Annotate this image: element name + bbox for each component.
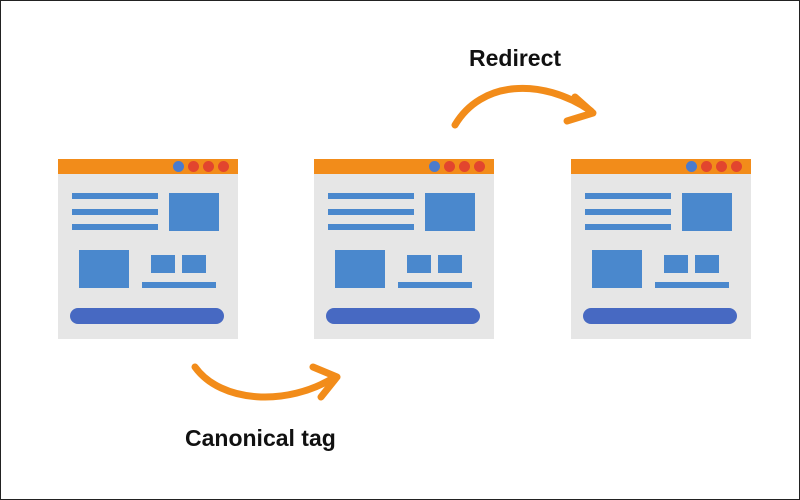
- window-dot-icon: [686, 161, 697, 172]
- text-line: [585, 209, 671, 215]
- image-block: [682, 193, 732, 231]
- window-dot-icon: [474, 161, 485, 172]
- text-line: [328, 224, 414, 230]
- small-block: [407, 255, 431, 273]
- image-block: [592, 250, 642, 288]
- small-block: [438, 255, 462, 273]
- canonical-arrow-icon: [191, 363, 341, 401]
- original-page: [58, 159, 238, 339]
- footer-bar: [583, 308, 737, 324]
- window-dot-icon: [203, 161, 214, 172]
- text-line: [72, 209, 158, 215]
- redirect-label: Redirect: [469, 45, 562, 71]
- small-block: [664, 255, 688, 273]
- redirect-arrow-icon: [451, 84, 597, 129]
- page-header-bar: [571, 159, 751, 174]
- text-line: [72, 224, 158, 230]
- destination-page: [571, 159, 751, 339]
- image-block: [79, 250, 129, 288]
- text-line: [72, 193, 158, 199]
- page-header-bar: [314, 159, 494, 174]
- duplicate-page: [314, 159, 494, 339]
- window-dot-icon: [218, 161, 229, 172]
- small-block: [695, 255, 719, 273]
- window-dot-icon: [429, 161, 440, 172]
- text-line: [585, 193, 671, 199]
- image-block: [335, 250, 385, 288]
- window-dot-icon: [716, 161, 727, 172]
- text-line: [655, 282, 729, 288]
- window-dot-icon: [188, 161, 199, 172]
- text-line: [142, 282, 216, 288]
- footer-bar: [326, 308, 480, 324]
- window-dot-icon: [731, 161, 742, 172]
- window-dot-icon: [444, 161, 455, 172]
- text-line: [398, 282, 472, 288]
- text-line: [328, 193, 414, 199]
- small-block: [182, 255, 206, 273]
- canonical-tag-label: Canonical tag: [185, 425, 336, 451]
- text-line: [585, 224, 671, 230]
- window-dot-icon: [701, 161, 712, 172]
- window-dot-icon: [459, 161, 470, 172]
- image-block: [169, 193, 219, 231]
- image-block: [425, 193, 475, 231]
- footer-bar: [70, 308, 224, 324]
- window-dot-icon: [173, 161, 184, 172]
- text-line: [328, 209, 414, 215]
- page-header-bar: [58, 159, 238, 174]
- small-block: [151, 255, 175, 273]
